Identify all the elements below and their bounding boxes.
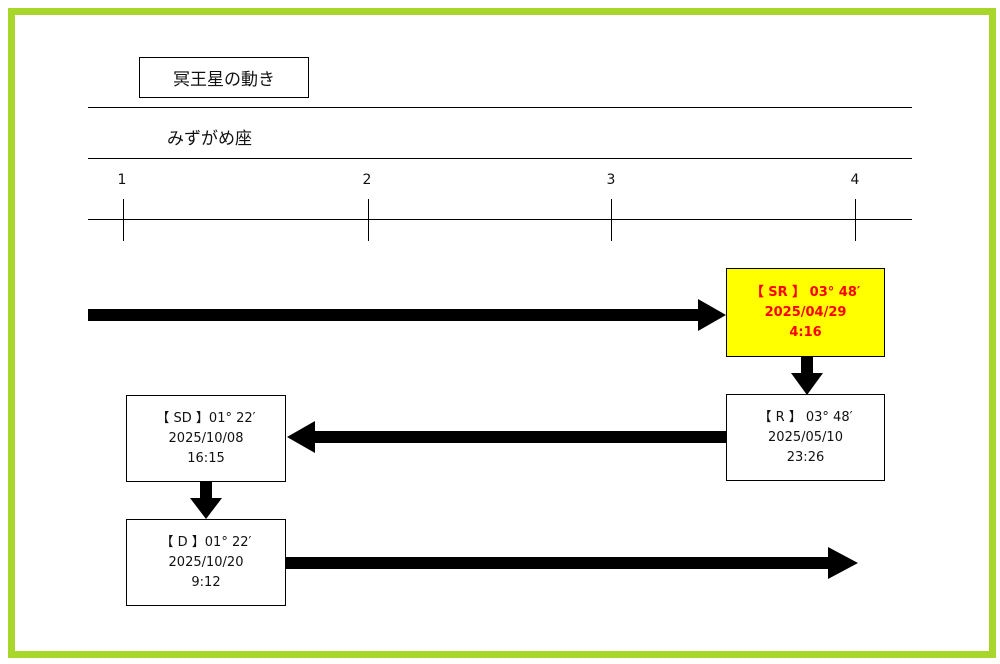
title-box: 冥王星の動き (139, 57, 309, 98)
d-position: 【 D 】01° 22′ (160, 534, 252, 550)
tick-mark-1 (123, 199, 124, 241)
tick-label-2: 2 (362, 172, 372, 188)
arrow-retrograde-shaft (314, 431, 726, 443)
divider-top (88, 107, 912, 108)
arrow-sd-to-d-head (190, 498, 222, 519)
station-direct-box: 【 SD 】01° 22′ 2025/10/08 16:15 (126, 395, 286, 482)
arrow-resume-direct-head (828, 547, 858, 579)
tick-label-3: 3 (606, 172, 616, 188)
tick-mark-4 (855, 199, 856, 241)
scale-axis (88, 219, 912, 220)
tick-label-1: 1 (117, 172, 127, 188)
retrograde-box: 【 R 】 03° 48′ 2025/05/10 23:26 (726, 394, 885, 481)
arrow-resume-direct-shaft (286, 557, 830, 569)
sr-time: 4:16 (789, 324, 822, 340)
d-date: 2025/10/20 (168, 554, 244, 570)
r-position: 【 R 】 03° 48′ (758, 409, 853, 425)
arrow-sr-to-r-shaft (801, 357, 813, 375)
sd-position: 【 SD 】01° 22′ (156, 410, 256, 426)
arrow-sr-to-r-head (791, 373, 823, 395)
tick-mark-3 (611, 199, 612, 241)
zodiac-sign-label: みずがめ座 (167, 129, 252, 149)
tick-mark-2 (368, 199, 369, 241)
direct-box: 【 D 】01° 22′ 2025/10/20 9:12 (126, 519, 286, 606)
diagram-title: 冥王星の動き (173, 70, 275, 90)
sd-date: 2025/10/08 (168, 430, 244, 446)
arrow-retrograde-head (287, 421, 315, 453)
sr-position: 【 SR 】 03° 48′ (750, 284, 861, 300)
arrow-sd-to-d-shaft (200, 482, 212, 500)
d-time: 9:12 (191, 574, 221, 590)
tick-label-4: 4 (850, 172, 860, 188)
sd-time: 16:15 (187, 450, 225, 466)
divider-middle (88, 158, 912, 159)
arrow-direct-head (698, 299, 726, 331)
r-date: 2025/05/10 (768, 429, 843, 445)
station-retrograde-box: 【 SR 】 03° 48′ 2025/04/29 4:16 (726, 268, 885, 357)
arrow-direct-shaft (88, 309, 700, 321)
sr-date: 2025/04/29 (764, 304, 847, 320)
r-time: 23:26 (786, 449, 825, 465)
